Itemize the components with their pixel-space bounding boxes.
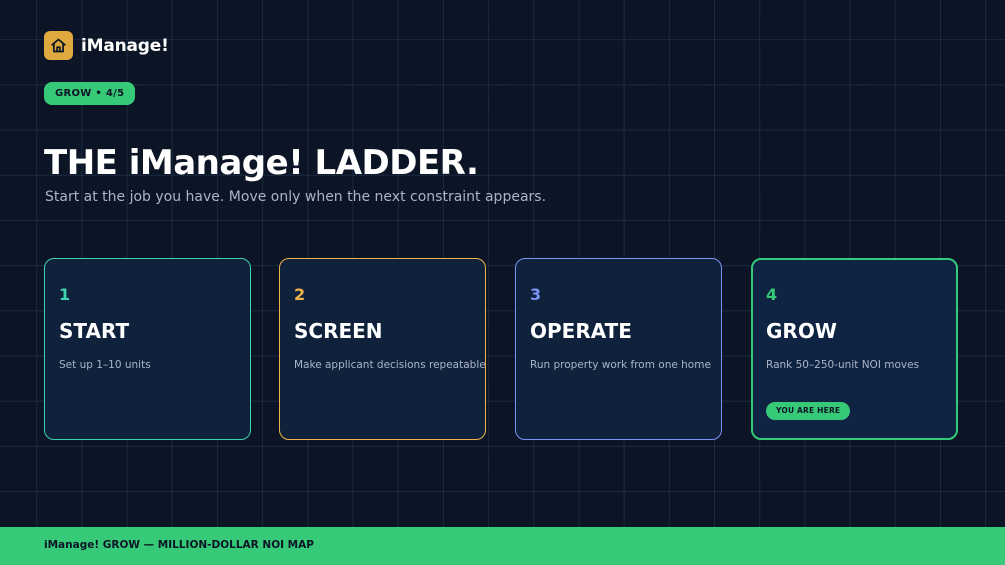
brand-logo[interactable]: iManage! bbox=[44, 31, 169, 60]
home-icon bbox=[44, 31, 73, 60]
step-card-screen[interactable]: 2 SCREEN Make applicant decisions repeat… bbox=[279, 258, 486, 440]
step-number: 3 bbox=[530, 285, 542, 304]
step-description: Set up 1–10 units bbox=[59, 359, 151, 371]
footer-bar: iManage! GROW — MILLION-DOLLAR NOI MAP bbox=[0, 527, 1005, 565]
footer-text: iManage! GROW — MILLION-DOLLAR NOI MAP bbox=[44, 539, 314, 551]
step-title: SCREEN bbox=[294, 319, 383, 343]
step-card-grow[interactable]: 4 GROW Rank 50–250-unit NOI moves YOU AR… bbox=[751, 258, 958, 440]
step-card-operate[interactable]: 3 OPERATE Run property work from one hom… bbox=[515, 258, 722, 440]
step-title: OPERATE bbox=[530, 319, 632, 343]
brand-name: iManage! bbox=[81, 35, 169, 56]
step-badge: GROW • 4/5 bbox=[44, 82, 136, 105]
step-title: GROW bbox=[766, 319, 837, 343]
step-description: Rank 50–250-unit NOI moves bbox=[766, 359, 920, 371]
page-title: THE iManage! LADDER. bbox=[44, 143, 479, 183]
step-description: Run property work from one home bbox=[530, 359, 711, 371]
you-are-here-badge: YOU ARE HERE bbox=[766, 402, 851, 420]
page-subtitle: Start at the job you have. Move only whe… bbox=[45, 189, 547, 205]
step-number: 1 bbox=[59, 285, 71, 304]
step-number: 4 bbox=[766, 285, 778, 304]
step-number: 2 bbox=[294, 285, 306, 304]
step-description: Make applicant decisions repeatable bbox=[294, 359, 486, 371]
step-title: START bbox=[59, 319, 130, 343]
step-card-start[interactable]: 1 START Set up 1–10 units bbox=[44, 258, 251, 440]
